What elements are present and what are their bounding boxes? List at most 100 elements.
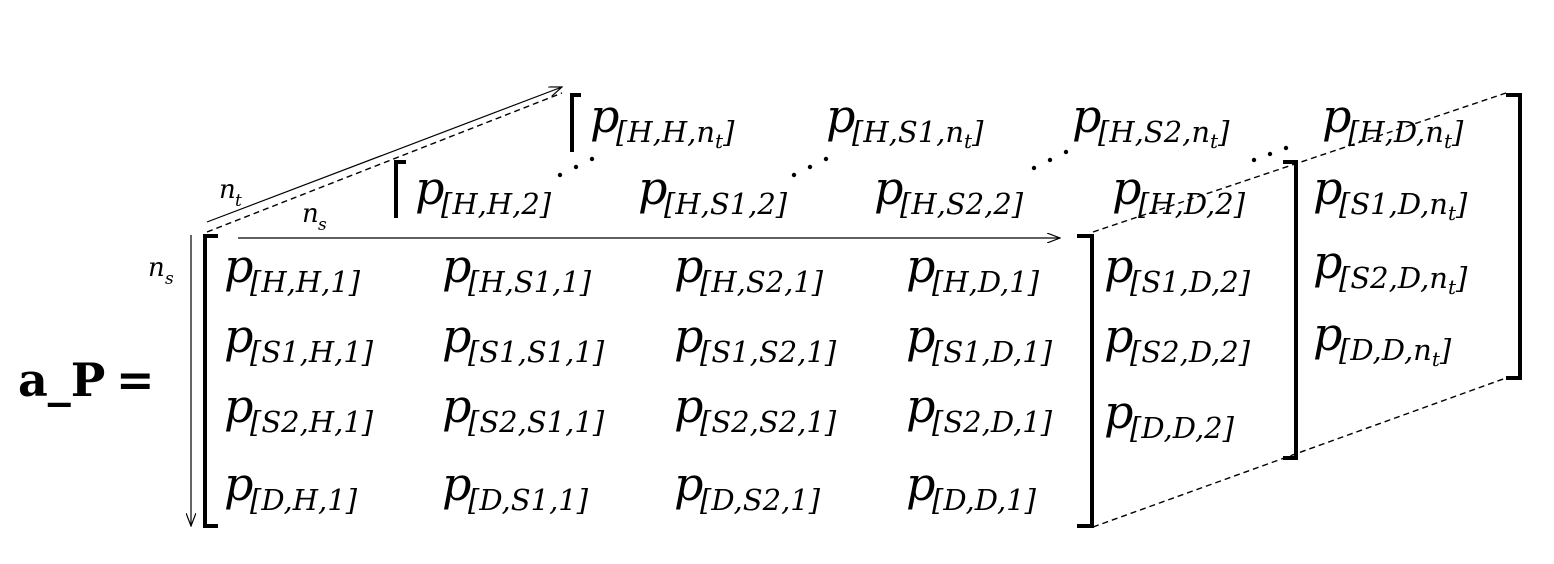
element-symbol: p xyxy=(590,89,619,143)
element-subscript: [S1,D,2] xyxy=(1130,265,1251,299)
element-symbol: p xyxy=(1313,235,1342,289)
element-symbol: p xyxy=(1313,307,1342,361)
back-right-cell: p[D,D,nt] xyxy=(1313,307,1452,371)
element-subscript: [H,S2,2] xyxy=(900,187,1024,221)
element-symbol: p xyxy=(906,239,935,293)
front-cell: p[S1,H,1] xyxy=(224,309,374,369)
middle-top-cell: p[H,S2,2] xyxy=(874,161,1024,221)
element-symbol: p xyxy=(906,309,935,363)
svg-text:n: n xyxy=(219,175,236,205)
element-subscript: [S2,D,nt] xyxy=(1339,261,1468,299)
back-layer-bracket xyxy=(570,93,1522,380)
element-subscript: [S1,S1,1] xyxy=(468,335,605,369)
element-symbol: p xyxy=(674,309,703,363)
element-symbol: p xyxy=(1104,239,1133,293)
back-right-cell: p[S2,D,nt] xyxy=(1313,235,1468,299)
element-subscript: [S1,S2,1] xyxy=(700,335,837,369)
front-cell: p[H,S2,1] xyxy=(674,239,824,299)
middle-top-cell: p[H,D,2] xyxy=(1112,161,1246,221)
front-cell: p[S1,S2,1] xyxy=(674,309,837,369)
middle-right-cell: p[D,D,2] xyxy=(1104,385,1235,445)
element-symbol: p xyxy=(442,379,471,433)
element-symbol: p xyxy=(1104,385,1133,439)
element-symbol: p xyxy=(1322,89,1351,143)
element-subscript: [D,S2,1] xyxy=(700,483,821,517)
front-cell: p[S1,D,1] xyxy=(906,309,1053,369)
front-cell: p[S2,S2,1] xyxy=(674,379,837,439)
element-symbol: p xyxy=(415,161,444,215)
element-symbol: p xyxy=(224,239,253,293)
back-top-cell: p[H,D,nt] xyxy=(1322,89,1464,153)
layer-dots xyxy=(557,145,1289,178)
element-symbol: p xyxy=(674,457,703,511)
element-symbol: p xyxy=(1313,161,1342,215)
element-subscript: [S2,H,1] xyxy=(250,405,374,439)
ns-vertical-label: n s xyxy=(148,253,174,289)
element-subscript: [H,H,2] xyxy=(441,187,552,221)
front-cell: p[S2,D,1] xyxy=(906,379,1053,439)
element-symbol: p xyxy=(674,379,703,433)
nt-diagonal-arrow xyxy=(206,87,562,223)
element-symbol: p xyxy=(224,379,253,433)
element-symbol: p xyxy=(906,379,935,433)
middle-layer-bracket xyxy=(394,160,1298,460)
perspective-lines xyxy=(206,92,1507,528)
element-subscript: [S1,D,1] xyxy=(932,335,1053,369)
element-symbol: p xyxy=(874,161,903,215)
front-cell: p[H,S1,1] xyxy=(442,239,592,299)
equals-sign: = xyxy=(116,353,155,407)
element-subscript: [D,H,1] xyxy=(250,483,358,517)
element-symbol: p xyxy=(1112,161,1141,215)
element-subscript: [S2,S2,1] xyxy=(700,405,837,439)
nt-diagonal-label: n t xyxy=(219,175,242,211)
element-subscript: [H,H,1] xyxy=(250,265,361,299)
element-subscript: [D,D,1] xyxy=(932,483,1037,517)
front-cell: p[H,H,1] xyxy=(224,239,361,299)
front-cell: p[D,S1,1] xyxy=(442,457,589,517)
element-subscript: [S1,H,1] xyxy=(250,335,374,369)
back-top-cell: p[H,S1,nt] xyxy=(826,89,984,153)
element-subscript: [S2,S1,1] xyxy=(468,405,605,439)
matrix-cells: p[H,H,1]p[H,S1,1]p[H,S2,1]p[H,D,1]p[S1,H… xyxy=(224,89,1468,517)
front-cell: p[D,S2,1] xyxy=(674,457,821,517)
element-subscript: [H,S1,1] xyxy=(468,265,592,299)
element-symbol: p xyxy=(826,89,855,143)
element-subscript: [H,H,nt] xyxy=(616,115,735,153)
element-symbol: p xyxy=(224,309,253,363)
front-cell: p[S2,S1,1] xyxy=(442,379,605,439)
element-subscript: [S2,D,1] xyxy=(932,405,1053,439)
middle-top-cell: p[H,S1,2] xyxy=(638,161,788,221)
middle-right-cell: p[S1,D,2] xyxy=(1104,239,1251,299)
element-subscript: [S1,D,nt] xyxy=(1339,187,1468,225)
svg-text:n: n xyxy=(302,199,319,229)
element-subscript: [S2,D,2] xyxy=(1130,335,1251,369)
middle-top-cell: p[H,H,2] xyxy=(415,161,552,221)
svg-text:s: s xyxy=(165,269,174,289)
element-symbol: p xyxy=(1072,89,1101,143)
element-subscript: [H,S2,nt] xyxy=(1098,115,1230,153)
element-symbol: p xyxy=(442,309,471,363)
element-subscript: [D,S1,1] xyxy=(468,483,589,517)
front-cell: p[D,H,1] xyxy=(224,457,358,517)
element-symbol: p xyxy=(638,161,667,215)
element-subscript: [H,D,2] xyxy=(1138,187,1246,221)
svg-text:t: t xyxy=(235,191,242,211)
element-subscript: [H,S1,nt] xyxy=(852,115,984,153)
element-subscript: [D,D,nt] xyxy=(1339,333,1452,371)
front-cell: p[S1,S1,1] xyxy=(442,309,605,369)
equation-lhs: a_P xyxy=(18,353,105,407)
element-symbol: p xyxy=(1104,309,1133,363)
front-matrix-bracket xyxy=(203,234,1094,528)
front-cell: p[S2,H,1] xyxy=(224,379,374,439)
element-symbol: p xyxy=(674,239,703,293)
ns-horizontal-label: n s xyxy=(302,199,327,235)
back-top-cell: p[H,S2,nt] xyxy=(1072,89,1230,153)
middle-right-cell: p[S2,D,2] xyxy=(1104,309,1251,369)
element-subscript: [D,D,2] xyxy=(1130,411,1235,445)
element-subscript: [H,S2,1] xyxy=(700,265,824,299)
back-right-cell: p[S1,D,nt] xyxy=(1313,161,1468,225)
element-subscript: [H,D,nt] xyxy=(1348,115,1464,153)
element-symbol: p xyxy=(442,457,471,511)
element-symbol: p xyxy=(906,457,935,511)
